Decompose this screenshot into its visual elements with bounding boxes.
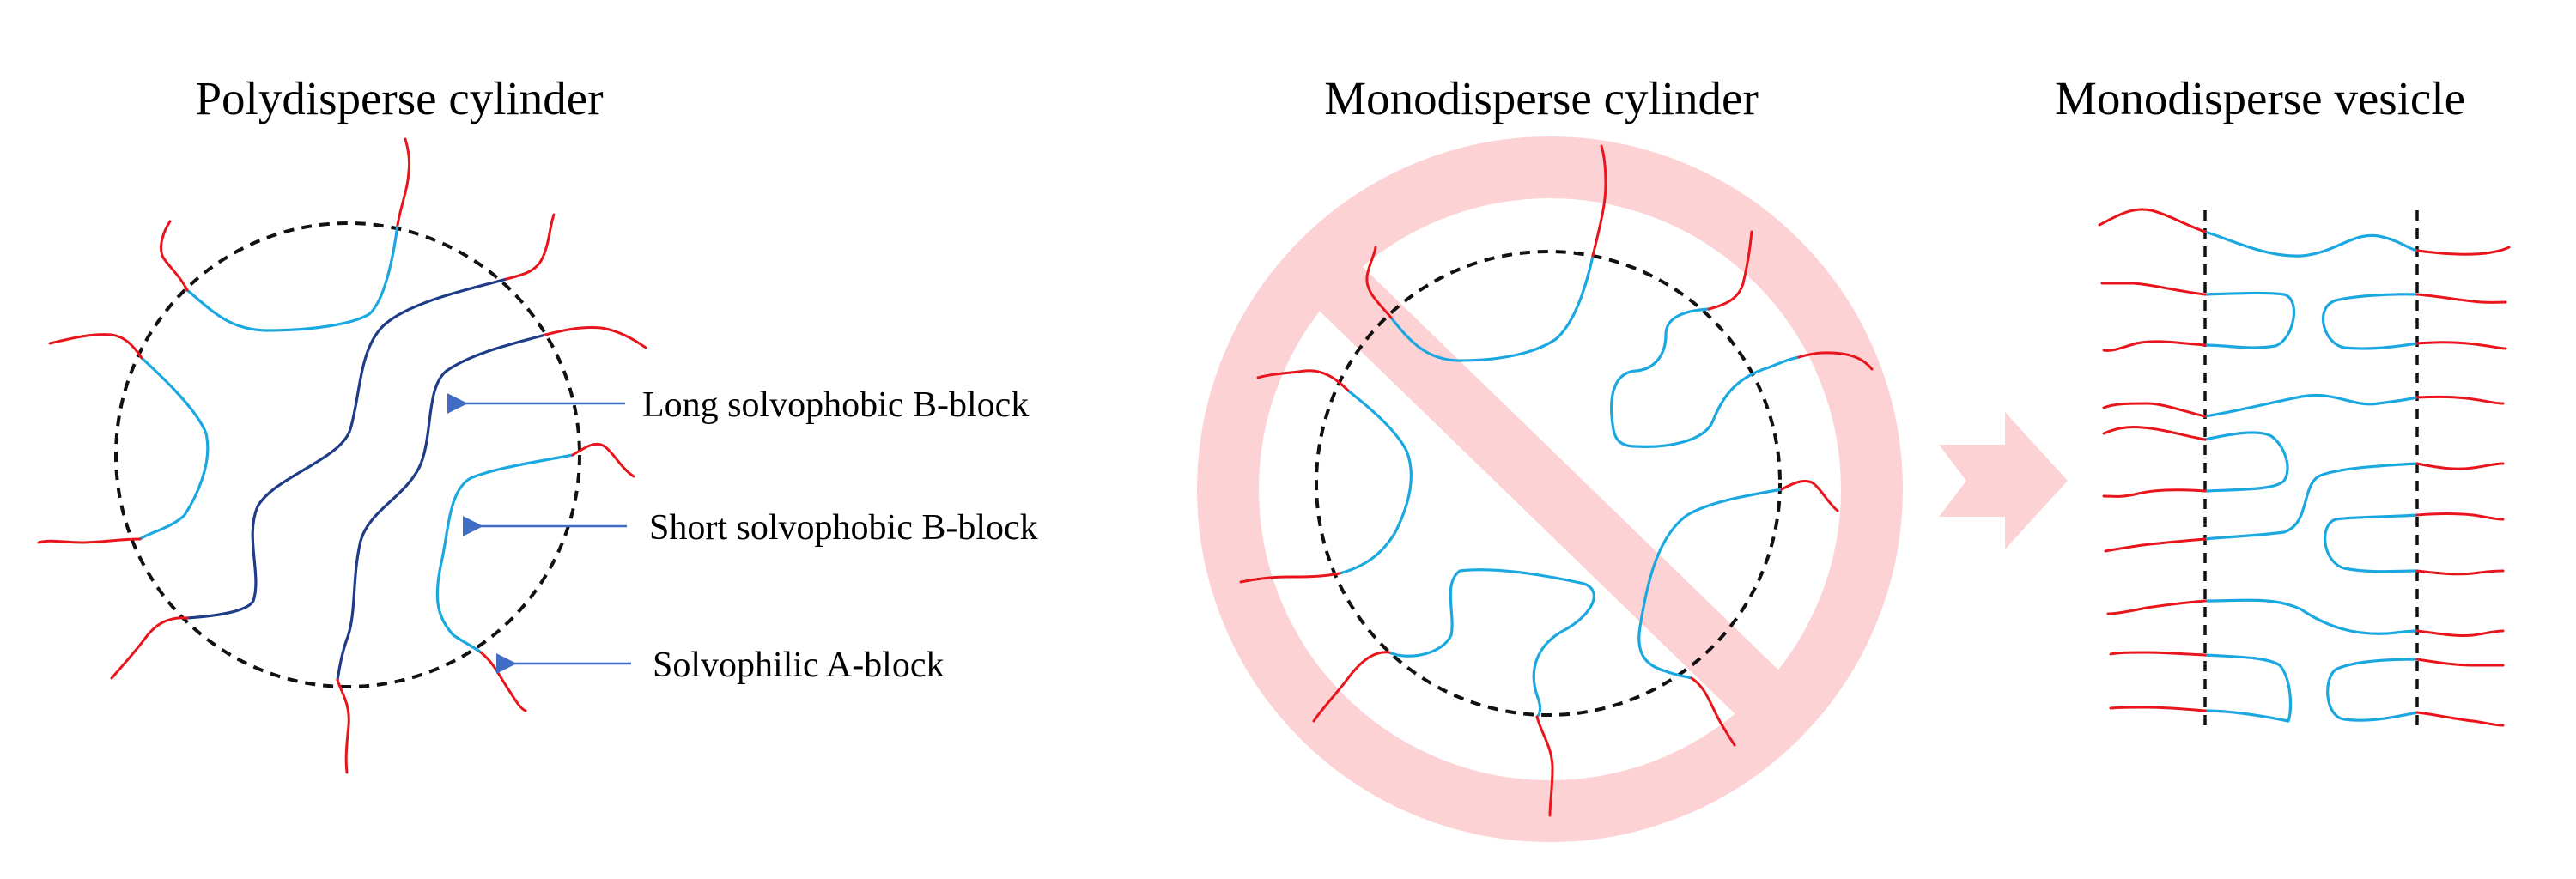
short-b-blocks — [138, 223, 574, 654]
a-chain — [2415, 658, 2505, 667]
short-b-chain — [435, 453, 574, 654]
solvophilic-a-blocks-right — [2415, 246, 2511, 727]
a-chain — [505, 213, 556, 281]
a-chain — [2102, 340, 2207, 352]
monodisperse-cylinder-panel — [1197, 136, 1903, 842]
short-b-chain — [2203, 394, 2419, 418]
a-chain — [1239, 572, 1341, 584]
prohibition-slash — [1313, 261, 1787, 722]
a-chain — [1707, 230, 1753, 311]
a-chain — [2415, 512, 2505, 521]
a-chain — [2106, 599, 2207, 615]
micelle-core-outline — [1315, 250, 1782, 717]
a-chain — [2109, 706, 2207, 712]
micelle-core-outline — [114, 221, 581, 688]
a-chain — [2098, 208, 2207, 233]
a-chain — [2109, 651, 2207, 657]
short-b-chain — [1610, 307, 1801, 448]
short-b-blocks — [2203, 230, 2419, 723]
short-b-chain — [1338, 389, 1413, 575]
a-chain — [396, 137, 411, 227]
short-b-chain — [2326, 658, 2419, 722]
short-b-chain — [1637, 488, 1783, 680]
a-chain — [1780, 479, 1839, 512]
a-chain — [544, 326, 647, 349]
monodisperse-vesicle-panel — [2098, 208, 2511, 727]
a-chain — [2102, 402, 2207, 418]
a-chain — [110, 616, 189, 680]
short-b-chain — [138, 356, 210, 541]
a-chain — [2100, 282, 2207, 296]
title-monodisperse-cylinder: Monodisperse cylinder — [1324, 72, 1759, 124]
short-b-blocks — [1338, 254, 1801, 718]
short-b-chain — [2321, 293, 2419, 350]
polydisperse-cylinder-panel: Long solvophobic B-block Short solvophob… — [37, 137, 1038, 774]
a-chain — [1312, 651, 1391, 723]
short-b-chain — [2324, 513, 2419, 573]
solvophilic-a-blocks-left — [2098, 208, 2207, 712]
label-long-b-block: Long solvophobic B-block — [642, 385, 1029, 425]
a-chain — [37, 537, 142, 544]
a-chain — [48, 333, 143, 360]
a-chain — [1365, 246, 1393, 319]
label-a-block: Solvophilic A-block — [653, 646, 945, 685]
a-chain — [160, 220, 189, 292]
short-b-chain — [185, 223, 399, 332]
a-chain — [2415, 711, 2505, 727]
a-chain — [2102, 426, 2207, 441]
solvophilic-a-blocks — [1239, 144, 1874, 817]
label-short-b-block: Short solvophobic B-block — [649, 508, 1038, 548]
a-chain — [2415, 293, 2507, 304]
a-chain — [2415, 395, 2505, 405]
short-b-chain — [2203, 462, 2419, 541]
transition-arrow — [1939, 412, 2068, 549]
title-monodisperse-vesicle: Monodisperse vesicle — [2055, 72, 2465, 124]
a-chain — [336, 678, 350, 774]
a-chain — [1797, 351, 1874, 371]
short-b-chain — [2203, 653, 2293, 723]
a-chain — [2415, 246, 2511, 256]
a-chain — [1690, 676, 1736, 747]
a-chain — [2415, 341, 2507, 350]
short-b-chain — [2203, 230, 2419, 258]
solvophilic-a-blocks — [37, 137, 647, 774]
a-chain — [2102, 488, 2207, 498]
title-polydisperse-cylinder: Polydisperse cylinder — [195, 72, 603, 124]
a-chain — [1591, 144, 1607, 258]
a-chain — [2104, 537, 2207, 553]
short-b-chain — [2203, 598, 2419, 635]
long-b-chain — [336, 333, 547, 682]
a-chain — [2415, 462, 2505, 470]
a-chain — [571, 442, 635, 478]
long-b-chain — [185, 277, 508, 620]
short-b-chain — [2203, 291, 2296, 349]
a-chain — [1256, 369, 1350, 392]
short-b-chain — [1388, 568, 1595, 718]
short-b-chain — [2203, 431, 2289, 493]
a-chain — [1535, 715, 1554, 817]
a-chain — [2415, 569, 2505, 576]
a-chain — [479, 651, 527, 712]
short-b-chain — [1389, 254, 1595, 362]
a-chain — [2415, 629, 2505, 638]
long-b-blocks — [185, 277, 547, 682]
